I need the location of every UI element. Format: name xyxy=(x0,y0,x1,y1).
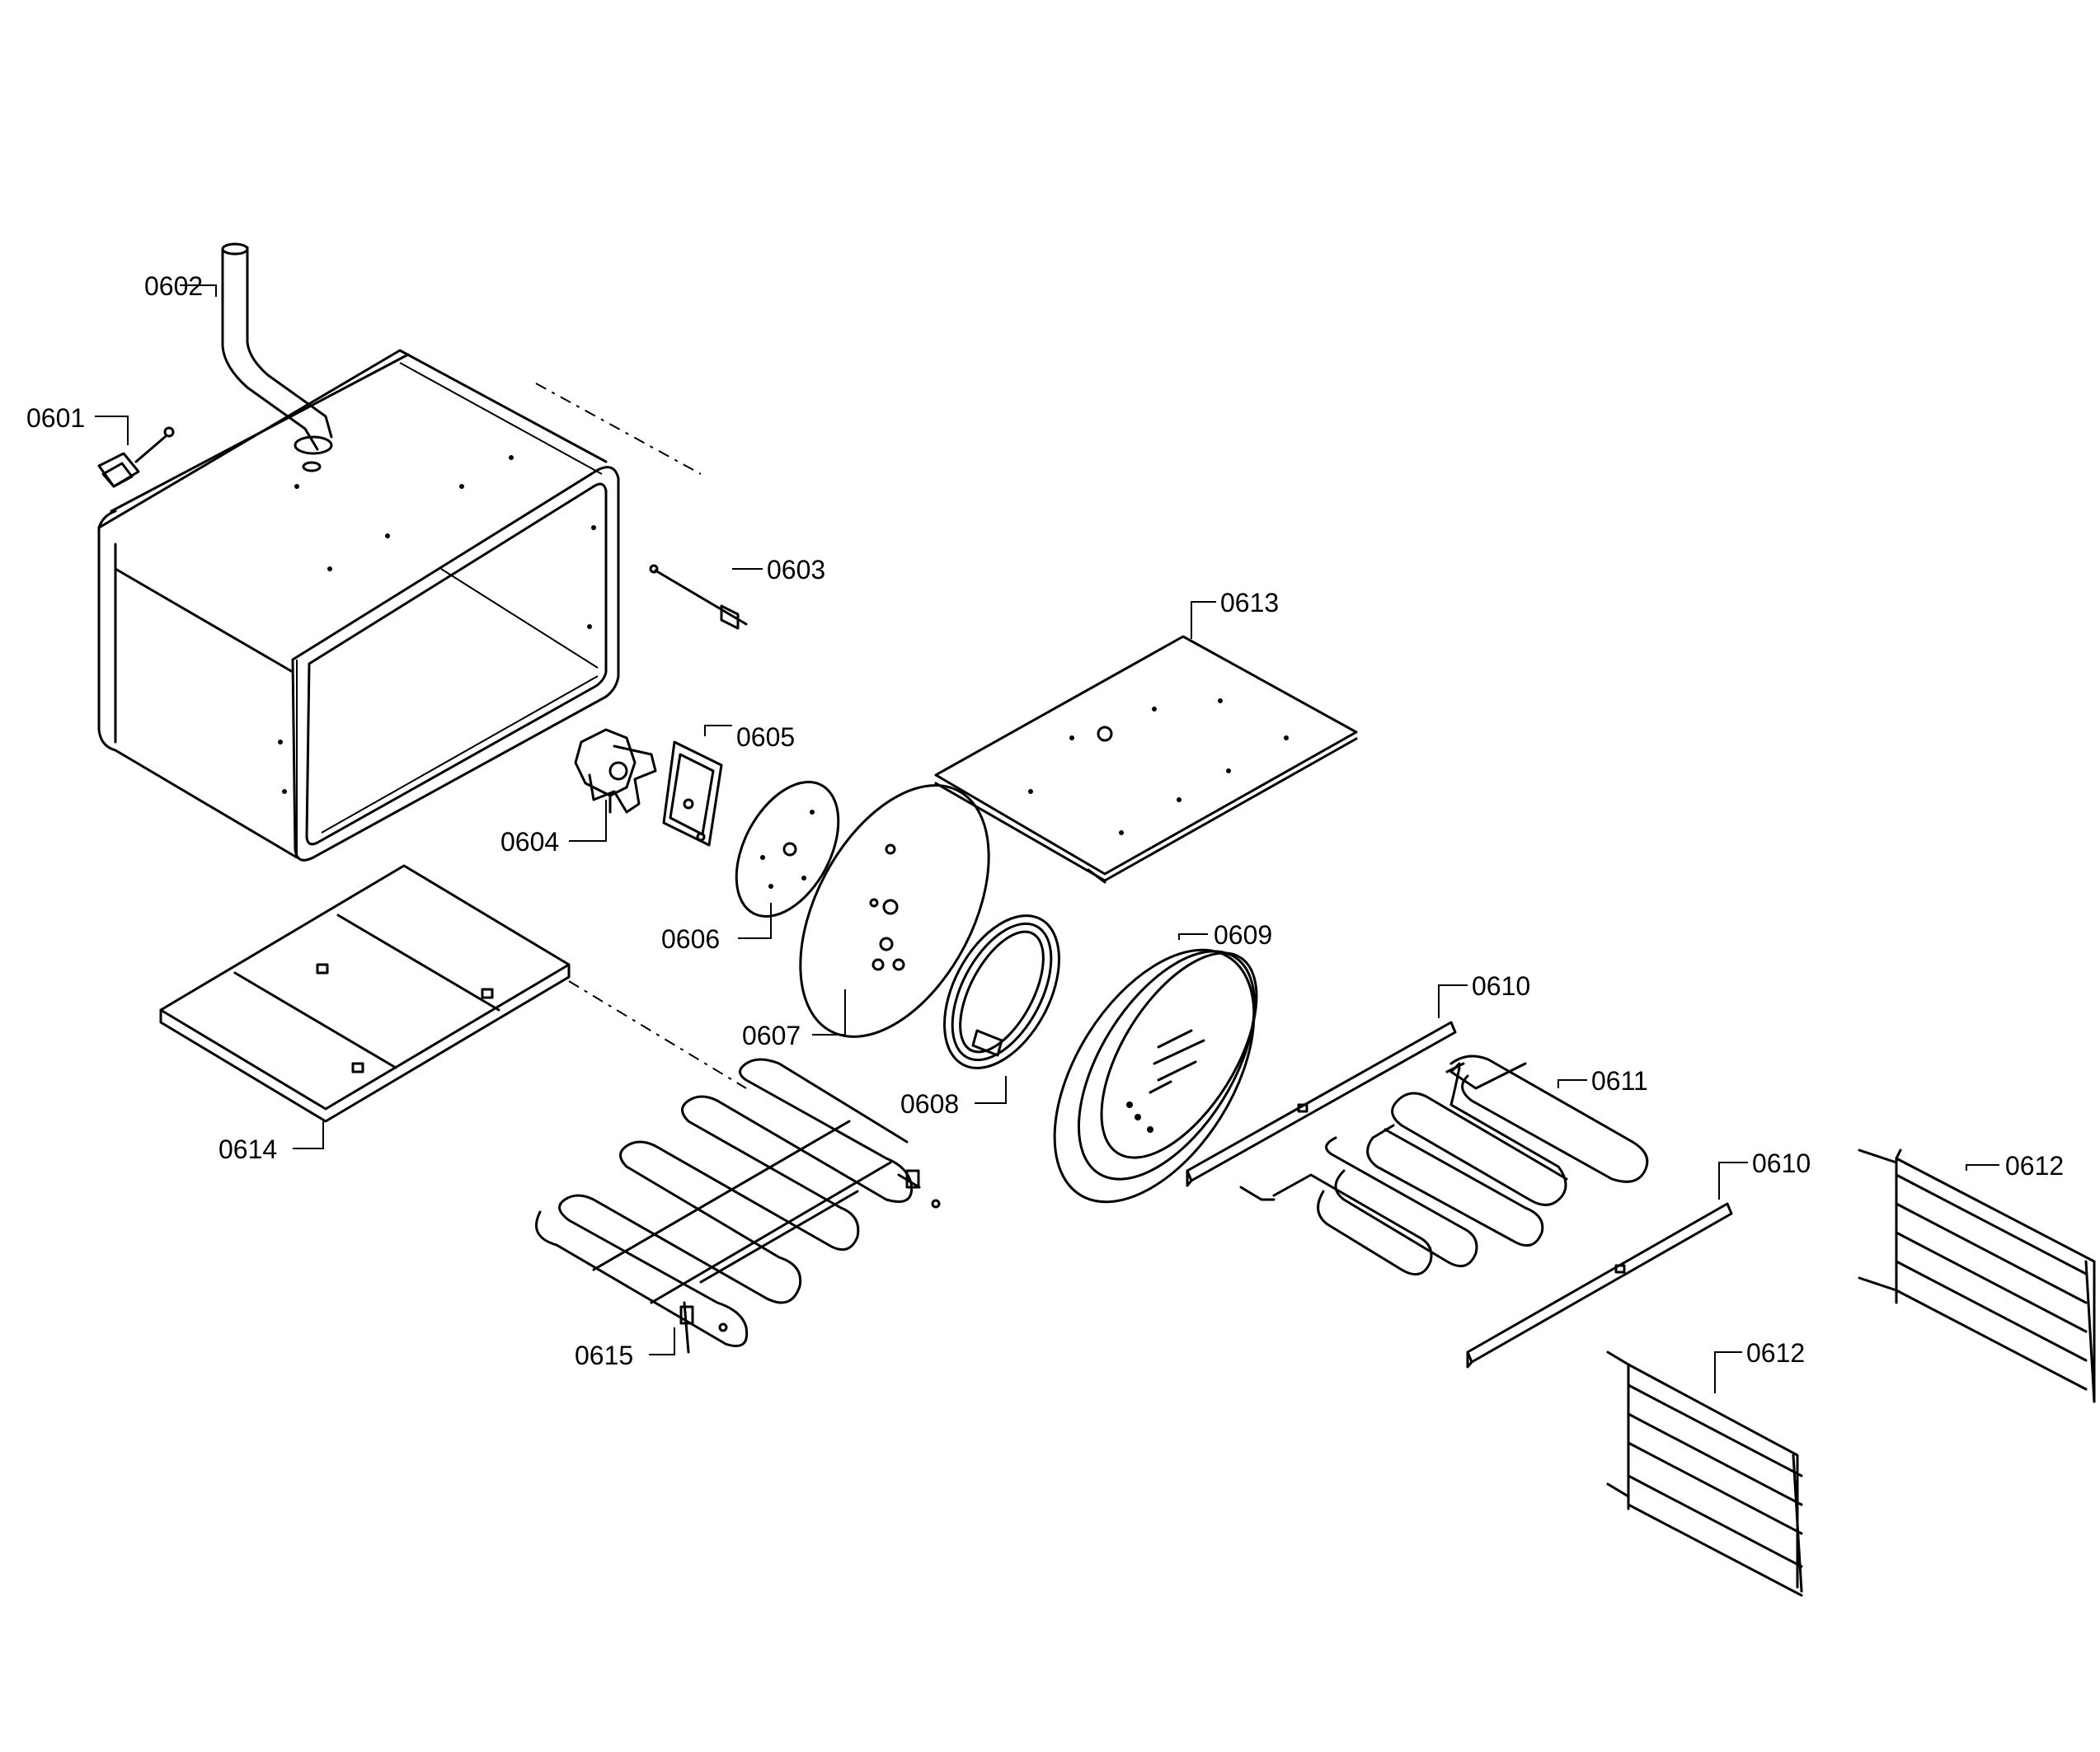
part-0608-ring-heater xyxy=(943,914,1060,1069)
part-0613-top-plate xyxy=(934,635,1358,884)
label-0601: 0601 xyxy=(26,403,85,433)
label-0615: 0615 xyxy=(575,1341,633,1370)
oven-cavity xyxy=(97,349,702,862)
label-0604: 0604 xyxy=(500,827,559,857)
label-0614: 0614 xyxy=(218,1134,277,1164)
part-0609-fan-cover xyxy=(1053,948,1258,1204)
leader-lines xyxy=(95,284,1999,1393)
label-0605: 0605 xyxy=(736,722,795,752)
label-0607: 0607 xyxy=(742,1021,801,1050)
part-0606-gasket-disc xyxy=(735,781,840,918)
label-0612-left: 0612 xyxy=(1746,1338,1805,1368)
part-0611-top-heater xyxy=(1239,1054,1649,1276)
part-0612-left-rack xyxy=(1606,1350,1803,1597)
label-0613: 0613 xyxy=(1220,588,1279,618)
label-0611: 0611 xyxy=(1591,1066,1648,1096)
label-0610-upper: 0610 xyxy=(1472,971,1530,1001)
label-0603: 0603 xyxy=(767,555,825,585)
label-0609: 0609 xyxy=(1214,920,1272,950)
part-0603-probe xyxy=(649,564,748,630)
part-0605-bracket xyxy=(662,740,723,847)
label-0612-right: 0612 xyxy=(2005,1151,2064,1181)
part-0601-sensor xyxy=(97,426,175,488)
label-0602: 0602 xyxy=(144,271,203,301)
part-0610-upper-rail xyxy=(1186,1021,1457,1187)
part-0612-right-rack xyxy=(1858,1148,2096,1403)
part-0610-lower-rail xyxy=(1466,1202,1733,1369)
part-0607-back-plate xyxy=(799,784,990,1038)
label-0610-lower: 0610 xyxy=(1752,1148,1811,1178)
part-0604-fan-motor xyxy=(574,728,657,814)
part-0602-vent-tube xyxy=(221,242,333,472)
label-0608: 0608 xyxy=(900,1089,959,1119)
part-0614-bottom-tray xyxy=(159,864,747,1123)
part-0615-bottom-heater xyxy=(535,1058,941,1354)
label-0606: 0606 xyxy=(661,924,720,954)
part-labels: 0601 0602 0603 0604 0605 0606 0607 0608 … xyxy=(26,271,2064,1370)
